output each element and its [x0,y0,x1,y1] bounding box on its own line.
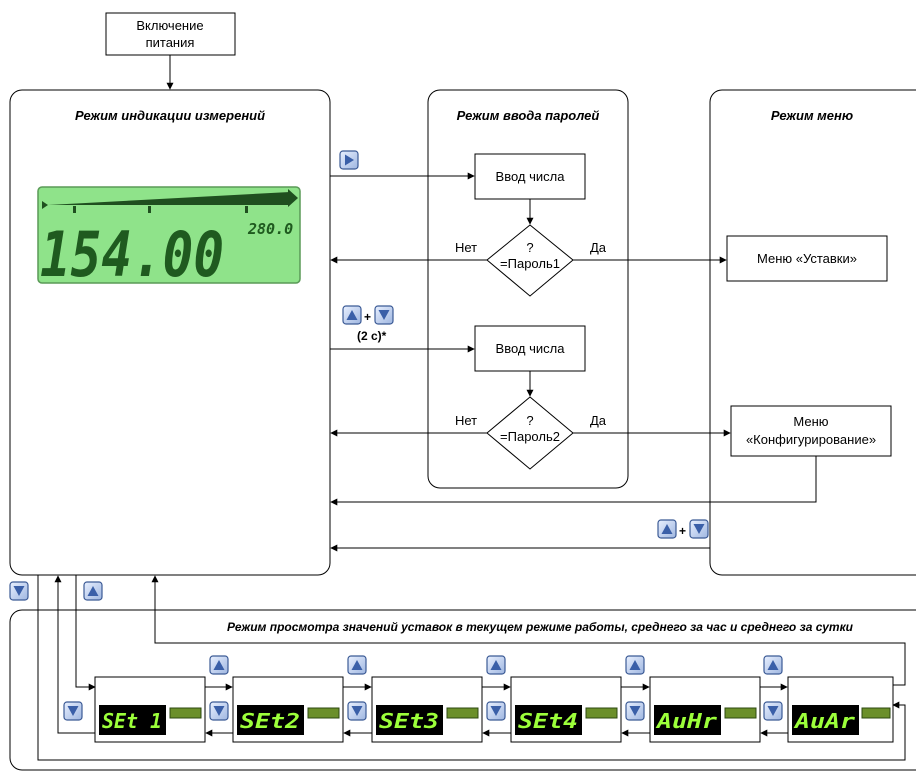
screen-label: AuAr [793,709,855,733]
arrow-up-button-icon[interactable] [657,519,677,539]
menu-mode-title: Режим меню [771,108,853,123]
no-label-1: Нет [455,240,477,255]
screen-lcd [376,705,443,735]
password1-question: ? [526,240,533,255]
arrow-up-button-icon[interactable] [83,581,103,601]
arrow-down-button-icon[interactable] [374,305,394,325]
screen-lcd [654,705,721,735]
hold-time-label: (2 с)* [357,329,387,343]
mini-bargraph-icon [585,707,618,719]
arrow-up-button-icon[interactable] [342,305,362,325]
setpoints-menu-box [726,235,888,282]
screen-lcd [792,705,859,735]
screen-transitions [205,683,788,737]
password1-decision [486,224,574,297]
screen-label: SEt3 [379,709,439,733]
arrow-down-button-icon[interactable] [9,581,29,601]
mini-bargraph-icon [446,707,479,719]
lcd-bargraph [48,192,290,205]
arrow-down-button-icon[interactable] [486,701,506,721]
arrow-right-button-icon[interactable] [339,150,359,170]
arrow-down-button-icon[interactable] [209,701,229,721]
lcd-secondary-value: 280.0 [247,220,293,238]
lcd-main-value: 154.00 [40,218,224,291]
lcd-display: 154.00 280.0 [37,186,301,291]
arrow-down-button-icon[interactable] [347,701,367,721]
password-mode-title: Режим ввода паролей [457,108,600,123]
password2-check: =Пароль2 [500,429,560,444]
password1-check: =Пароль1 [500,256,560,271]
arrow-up-button-icon[interactable] [347,655,367,675]
power-on-box [105,12,236,56]
arrow-down-button-icon[interactable] [689,519,709,539]
view-mode-title: Режим просмотра значений уставок в текущ… [227,620,854,634]
plus-sign: + [364,310,371,324]
mini-bargraph-icon [307,707,340,719]
arrow-up-button-icon[interactable] [763,655,783,675]
no-label-2: Нет [455,413,477,428]
screen-lcd [99,705,166,735]
mini-bargraph-icon [724,707,757,719]
setpoints-menu-label: Меню «Уставки» [757,251,857,266]
password2-decision [486,396,574,470]
plus-sign: + [679,524,686,538]
config-menu-box [730,405,892,457]
arrow-up-button-icon[interactable] [209,655,229,675]
setpoint-screens: SEt 1 SEt2 SEt3 SEt4 AuHr AuAr [94,676,894,743]
config-menu-label-2: «Конфигурирование» [746,432,876,447]
screen-lcd [515,705,582,735]
measure-mode-panel [9,89,331,576]
arrow-up-button-icon[interactable] [625,655,645,675]
yes-label-1: Да [590,240,607,255]
screen-label: SEt4 [518,709,578,733]
screen-label: SEt 1 [102,709,162,733]
power-on-label-1: Включение [136,18,203,33]
arrow-down-button-icon[interactable] [763,701,783,721]
number-input-box-1 [474,153,586,200]
number-input-label-2: Ввод числа [496,341,566,356]
arrow-down-button-icon[interactable] [63,701,83,721]
arrow-up-button-icon[interactable] [486,655,506,675]
screen-label: SEt2 [240,709,300,733]
password2-question: ? [526,413,533,428]
config-menu-label-1: Меню [793,414,828,429]
measure-mode-title: Режим индикации измерений [75,108,265,123]
mini-bargraph-icon [861,707,891,719]
number-input-label-1: Ввод числа [496,169,566,184]
number-input-box-2 [474,325,586,372]
mini-bargraph-icon [169,707,202,719]
yes-label-2: Да [590,413,607,428]
arrow-down-button-icon[interactable] [625,701,645,721]
power-on-label-2: питания [146,35,195,50]
screen-lcd [237,705,304,735]
screen-label: AuHr [655,709,717,733]
